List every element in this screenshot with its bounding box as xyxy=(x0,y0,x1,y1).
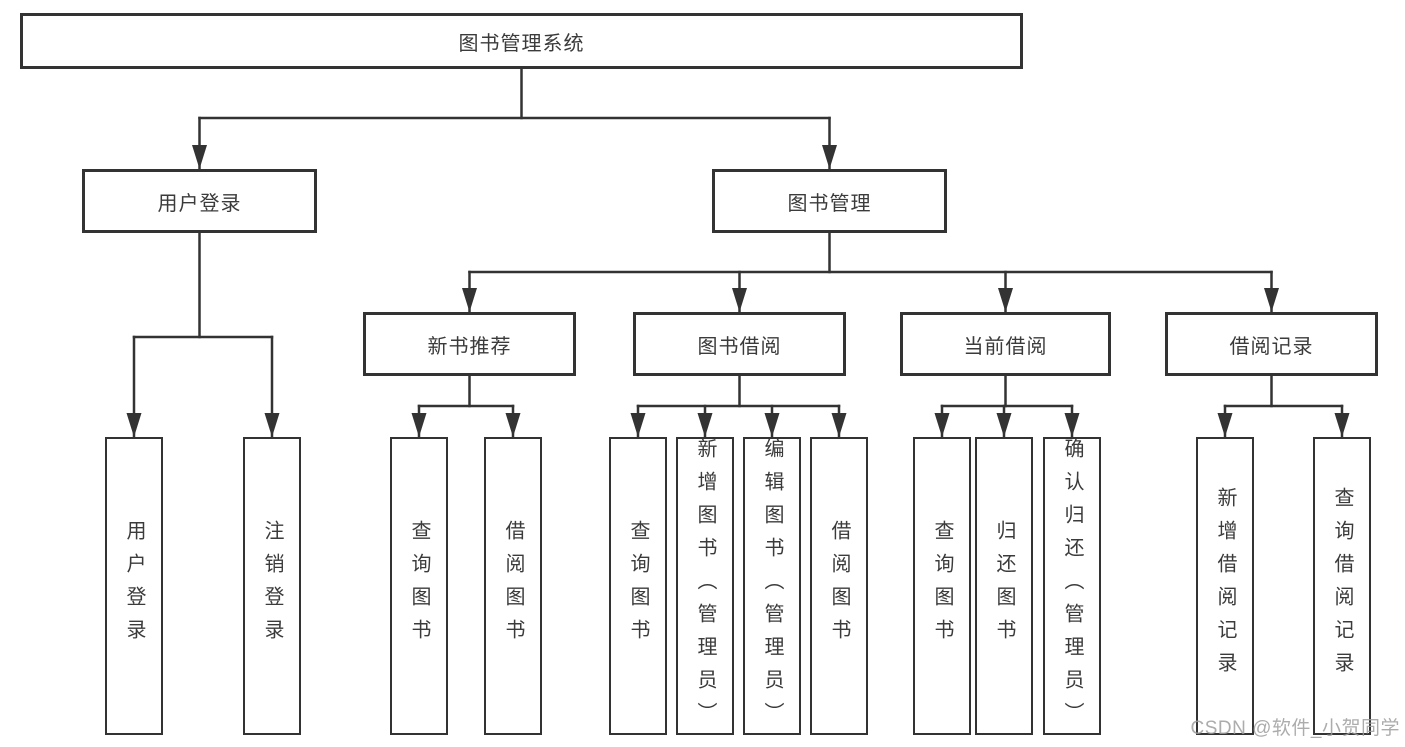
leaf-nb-borrow-books: 借阅图书 xyxy=(484,437,542,735)
leaf-bb-edit-books-admin: 编辑图书（管理员） xyxy=(743,437,801,735)
node-current-borrow: 当前借阅 xyxy=(900,312,1111,376)
leaf-bb-borrow-books-label: 借阅图书 xyxy=(828,520,850,652)
leaf-user-login: 用户登录 xyxy=(105,437,163,735)
leaf-br-query-record: 查询借阅记录 xyxy=(1313,437,1371,735)
leaf-logout-label: 注销登录 xyxy=(261,520,283,652)
leaf-nb-query-books-label: 查询图书 xyxy=(408,520,430,652)
leaf-bb-edit-books-admin-label: 编辑图书（管理员） xyxy=(761,437,783,735)
leaf-br-add-record-label: 新增借阅记录 xyxy=(1214,487,1236,685)
leaf-bb-query-books: 查询图书 xyxy=(609,437,667,735)
leaf-bb-add-books-admin-label: 新增图书（管理员） xyxy=(694,437,716,735)
leaf-bb-query-books-label: 查询图书 xyxy=(627,520,649,652)
leaf-cb-return-books-label: 归还图书 xyxy=(993,520,1015,652)
node-root: 图书管理系统 xyxy=(20,13,1023,69)
leaf-cb-return-books: 归还图书 xyxy=(975,437,1033,735)
leaf-cb-query-books-label: 查询图书 xyxy=(931,520,953,652)
leaf-bb-borrow-books: 借阅图书 xyxy=(810,437,868,735)
leaf-nb-borrow-books-label: 借阅图书 xyxy=(502,520,524,652)
leaf-bb-add-books-admin: 新增图书（管理员） xyxy=(676,437,734,735)
leaf-br-query-record-label: 查询借阅记录 xyxy=(1331,487,1353,685)
node-borrow-records: 借阅记录 xyxy=(1165,312,1378,376)
csdn-watermark: CSDN @软件_小贺同学 xyxy=(1190,718,1400,739)
node-book-management: 图书管理 xyxy=(712,169,947,233)
leaf-cb-confirm-return-admin: 确认归还（管理员） xyxy=(1043,437,1101,735)
leaf-logout: 注销登录 xyxy=(243,437,301,735)
leaf-cb-query-books: 查询图书 xyxy=(913,437,971,735)
node-user-login: 用户登录 xyxy=(82,169,317,233)
leaf-br-add-record: 新增借阅记录 xyxy=(1196,437,1254,735)
leaf-nb-query-books: 查询图书 xyxy=(390,437,448,735)
node-new-book-recommend: 新书推荐 xyxy=(363,312,576,376)
leaf-user-login-label: 用户登录 xyxy=(123,520,145,652)
node-book-borrow: 图书借阅 xyxy=(633,312,846,376)
leaf-cb-confirm-return-admin-label: 确认归还（管理员） xyxy=(1061,437,1083,735)
